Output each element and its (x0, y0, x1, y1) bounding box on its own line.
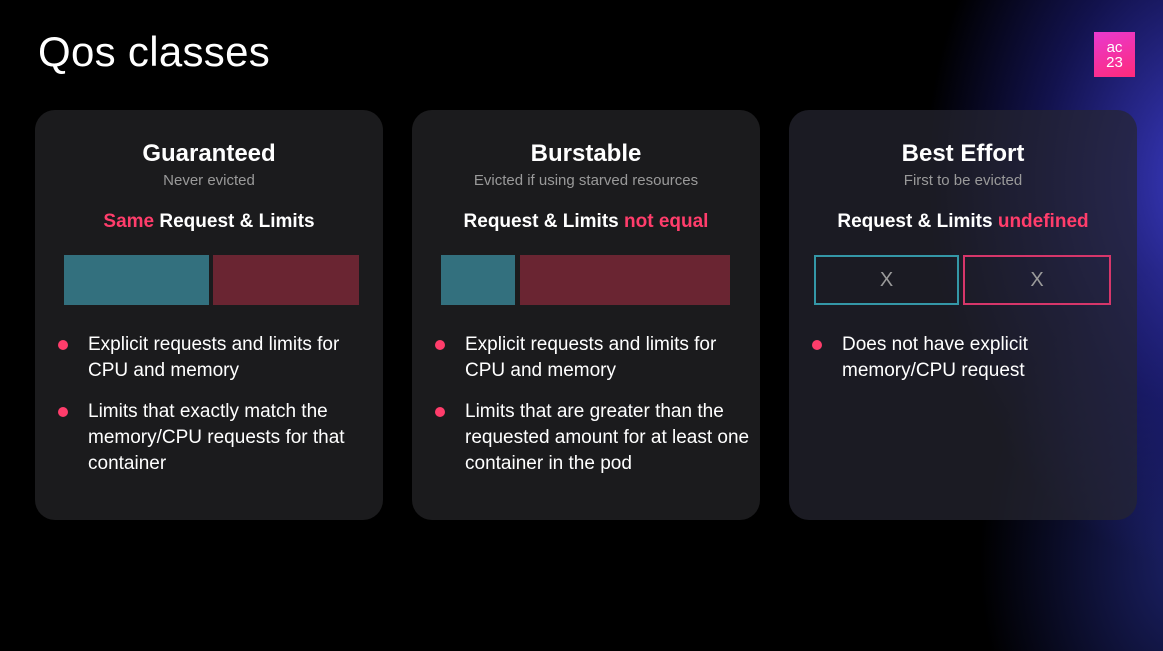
undefined-mark: X (879, 268, 894, 291)
rule-main: Request & Limits (837, 211, 993, 232)
rule-highlight: not equal (624, 211, 709, 232)
limit-bar (520, 255, 730, 305)
slide-title: Qos classes (38, 28, 271, 75)
card-subtitle: Evicted if using starved resources (473, 172, 699, 189)
bullet-list: Does not have explicit memory/CPU reques… (812, 332, 1127, 399)
card-title: Burstable (530, 140, 642, 167)
card-subtitle: Never evicted (163, 172, 255, 189)
undefined-mark: X (1030, 268, 1044, 291)
logo-line-1: ac (1106, 38, 1123, 56)
rule-highlight: Same (103, 211, 155, 232)
conference-logo: ac 23 (1094, 32, 1135, 77)
card-guaranteed: Guaranteed Never evicted Same Request & … (35, 110, 383, 520)
card-burstable: Burstable Evicted if using starved resou… (412, 110, 760, 520)
list-item: Explicit requests and limits for CPU and… (58, 332, 373, 384)
card-title: Best Effort (901, 140, 1025, 167)
rule-text: Request & Limits not equal (412, 211, 760, 233)
limit-bar (213, 255, 359, 305)
bullet-dot-icon (812, 340, 822, 350)
rule-text: Request & Limits undefined (789, 211, 1137, 233)
list-item: Limits that exactly match the memory/CPU… (58, 399, 373, 477)
card-subtitle: First to be evicted (903, 172, 1023, 189)
rule-highlight: undefined (997, 211, 1089, 232)
bullet-dot-icon (435, 340, 445, 350)
rule-text: Same Request & Limits (35, 211, 383, 233)
bullet-list: Explicit requests and limits for CPU and… (58, 332, 373, 492)
list-item: Does not have explicit memory/CPU reques… (812, 332, 1127, 384)
bullet-list: Explicit requests and limits for CPU and… (435, 332, 750, 492)
logo-line-2: 23 (1106, 53, 1123, 71)
rule-main: Request & Limits (159, 211, 315, 232)
list-item: Limits that are greater than the request… (435, 399, 750, 477)
bullet-dot-icon (58, 340, 68, 350)
request-bar (441, 255, 515, 305)
bullet-dot-icon (58, 407, 68, 417)
list-item: Explicit requests and limits for CPU and… (435, 332, 750, 384)
request-bar (64, 255, 209, 305)
card-best-effort: Best Effort First to be evicted Request … (789, 110, 1137, 520)
bullet-dot-icon (435, 407, 445, 417)
rule-main: Request & Limits (463, 211, 619, 232)
card-title: Guaranteed (142, 140, 276, 167)
request-bar-empty: X (814, 255, 959, 305)
limit-bar-empty: X (963, 255, 1111, 305)
